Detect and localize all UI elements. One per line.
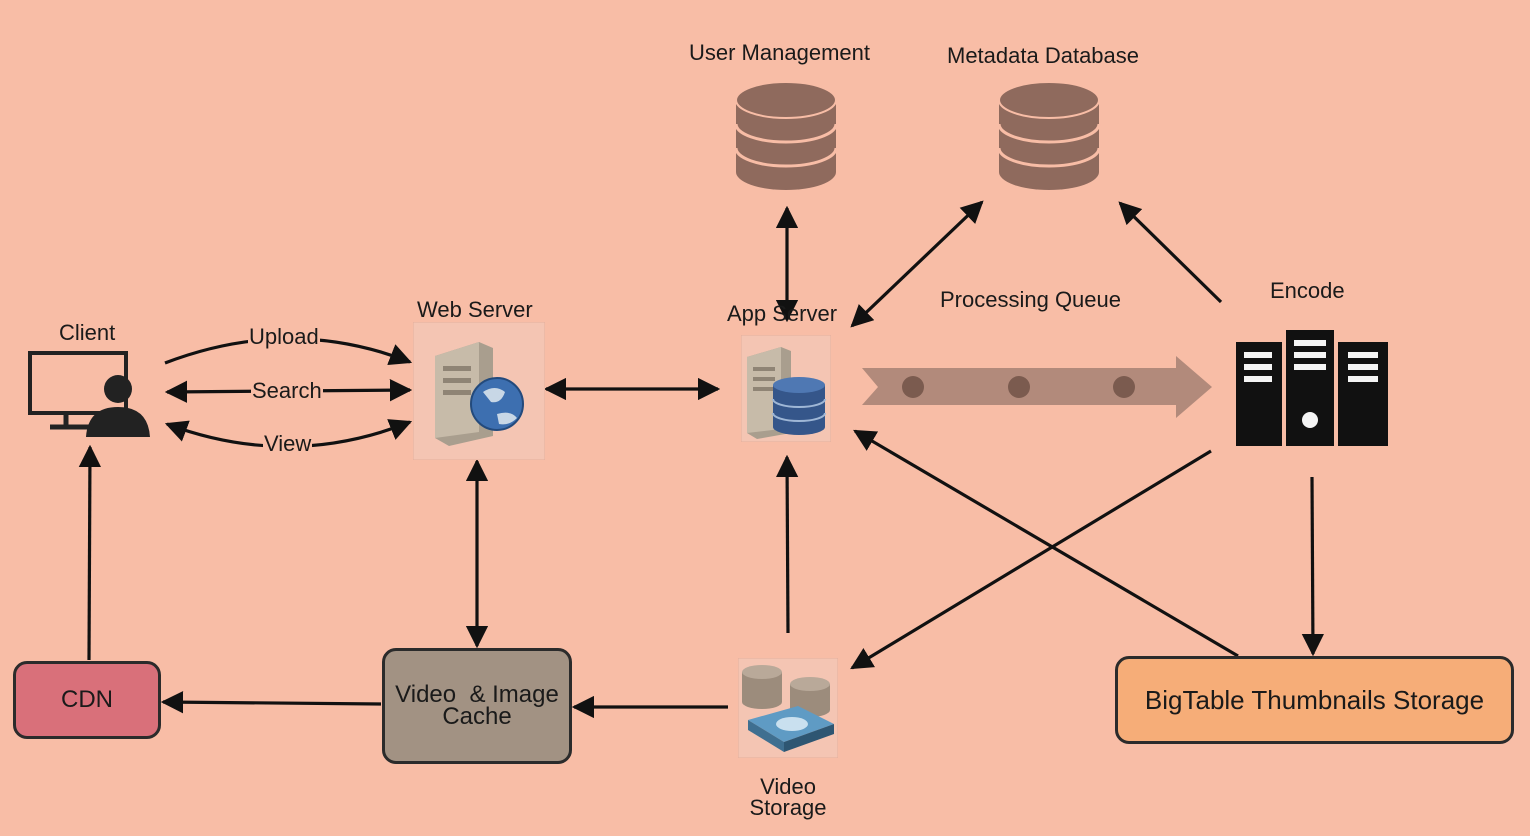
video-storage-label-line1: Video	[760, 774, 816, 799]
upload-label: Upload	[248, 324, 320, 349]
queue-item-dot	[902, 376, 924, 398]
app-server-label: App Server	[727, 301, 838, 326]
metadata-database-icon	[996, 80, 1102, 197]
web-server-label: Web Server	[417, 297, 533, 322]
cache-label-line2: Cache	[442, 703, 512, 730]
web-server-globe-icon	[412, 321, 546, 465]
arrow-bigtable-app	[853, 429, 1239, 658]
client-person-monitor-icon	[26, 345, 154, 446]
cdn-label: CDN	[61, 686, 113, 713]
encode-server-rack-icon	[1232, 322, 1390, 453]
arrow-cdn-client	[78, 444, 102, 661]
user-management-database-icon	[733, 80, 839, 197]
queue-item-dot	[1113, 376, 1135, 398]
arrow-encode-video-storage	[850, 449, 1212, 670]
encode-label: Encode	[1270, 278, 1345, 303]
video-storage-label-line2: Storage	[749, 795, 827, 820]
arrow-storage-app	[775, 454, 799, 634]
arrow-encode-metadata	[1118, 201, 1223, 304]
bigtable-thumbnails-storage-box: BigTable Thumbnails Storage	[1115, 656, 1514, 744]
client-label: Client	[59, 320, 116, 345]
processing-queue-pipe	[862, 356, 1212, 418]
arrow-cache-cdn	[160, 690, 382, 714]
arrow-app-metadata	[850, 200, 984, 328]
app-server-database-icon	[740, 334, 832, 447]
video-storage-label: Video Storage	[728, 774, 848, 820]
cdn-box: CDN	[13, 661, 161, 739]
arrow-encode-bigtable	[1301, 476, 1325, 657]
view-label: View	[263, 431, 313, 456]
video-storage-drive-icon	[737, 657, 839, 763]
queue-item-dot	[1008, 376, 1030, 398]
search-label: Search	[251, 378, 323, 403]
cache-label-line1: Video & Image	[395, 681, 559, 708]
processing-queue-label: Processing Queue	[940, 287, 1121, 312]
bigtable-label: BigTable Thumbnails Storage	[1144, 685, 1485, 715]
video-image-cache-box: Video & Image Cache	[382, 648, 572, 764]
user-management-label: User Management	[689, 40, 870, 65]
metadata-database-label: Metadata Database	[947, 43, 1140, 68]
